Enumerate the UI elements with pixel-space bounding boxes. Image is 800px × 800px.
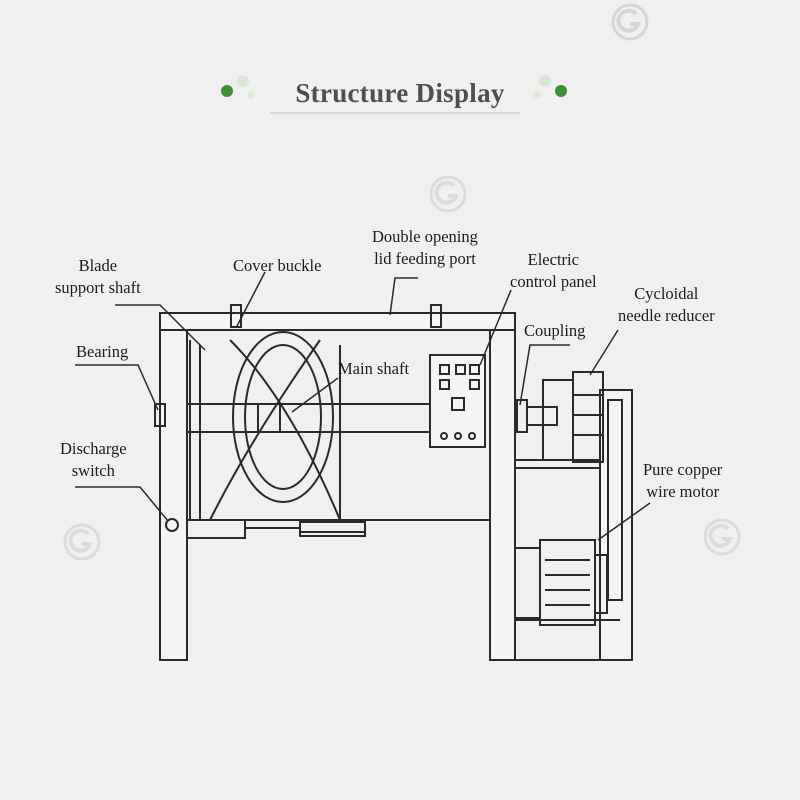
ribbon-outer <box>232 331 334 503</box>
panel-indicator <box>440 432 448 440</box>
leader-bearing <box>75 364 159 411</box>
label-cover-buckle: Cover buckle <box>233 256 322 275</box>
left-leg <box>159 329 188 661</box>
decor-dot <box>555 85 567 97</box>
cover-buckle <box>430 304 442 328</box>
decor-dot <box>247 91 255 99</box>
watermark-logo <box>703 518 741 556</box>
decor-dot <box>221 85 233 97</box>
panel-button <box>439 364 450 375</box>
bearing <box>154 403 166 427</box>
panel-button <box>439 379 450 390</box>
label-main-shaft: Main shaft <box>338 359 410 378</box>
main-shaft <box>186 403 433 433</box>
discharge-rod <box>186 519 246 539</box>
leader-blade <box>115 304 206 351</box>
title-decoration <box>221 75 567 114</box>
panel-indicator <box>454 432 462 440</box>
drive-belt <box>607 399 623 601</box>
motor-pulley <box>594 554 608 614</box>
right-post <box>599 389 633 661</box>
ribbon-spiral <box>229 339 341 521</box>
discharge-spring <box>299 521 366 537</box>
motor-body <box>539 539 596 626</box>
leader-reducer <box>589 329 619 376</box>
label-discharge-switch: Discharge switch <box>60 439 127 480</box>
watermark-logo <box>611 3 649 41</box>
leader-electric <box>479 289 512 366</box>
top-frame-bar <box>159 312 516 331</box>
watermark-logo <box>63 523 101 561</box>
label-double-opening: Double opening lid feeding port <box>372 227 478 268</box>
panel-button <box>455 364 466 375</box>
shaft-hub <box>257 403 281 433</box>
label-bearing: Bearing <box>76 342 129 361</box>
leader-main-shaft <box>291 377 339 413</box>
decor-dot <box>237 75 249 87</box>
leader-double-opening <box>389 277 418 316</box>
label-blade-support-shaft: Blade support shaft <box>55 256 141 297</box>
discharge-linkage <box>245 527 365 533</box>
leader-motor <box>597 502 651 541</box>
page-title: Structure Display <box>295 78 505 108</box>
label-electric-control-panel: Electric control panel <box>510 250 597 291</box>
label-cycloidal-reducer: Cycloidal needle reducer <box>618 284 715 325</box>
leader-discharge <box>75 486 169 522</box>
panel-button <box>469 364 480 375</box>
label-coupling: Coupling <box>524 321 586 340</box>
panel-button <box>451 397 465 411</box>
ribbon-inner <box>244 344 322 490</box>
decor-dot <box>539 75 551 87</box>
leader-coupling <box>519 344 570 406</box>
panel-indicator <box>468 432 476 440</box>
coupling <box>516 399 528 433</box>
watermark-logo <box>429 175 467 213</box>
label-motor: Pure copper wire motor <box>643 460 723 501</box>
reducer-housing <box>572 371 604 463</box>
panel-button <box>469 379 480 390</box>
leader-cover-buckle <box>235 271 266 329</box>
decor-dot <box>533 91 541 99</box>
right-leg <box>489 329 516 661</box>
motor-end <box>514 547 541 619</box>
discharge-switch <box>165 518 179 532</box>
ribbon-spiral <box>209 339 321 521</box>
